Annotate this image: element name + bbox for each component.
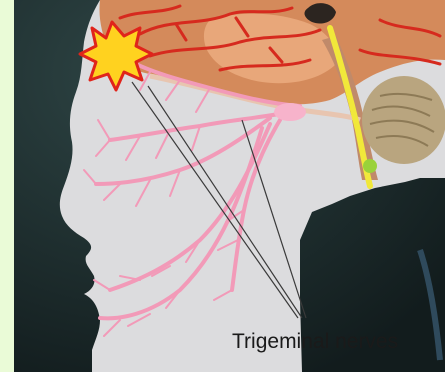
spinal-node xyxy=(363,159,377,173)
cerebellum xyxy=(362,76,445,164)
trigeminal-ganglion xyxy=(274,103,306,121)
trigeminal-nerves-label: Trigeminal nerves xyxy=(232,330,398,354)
left-border xyxy=(0,0,14,372)
